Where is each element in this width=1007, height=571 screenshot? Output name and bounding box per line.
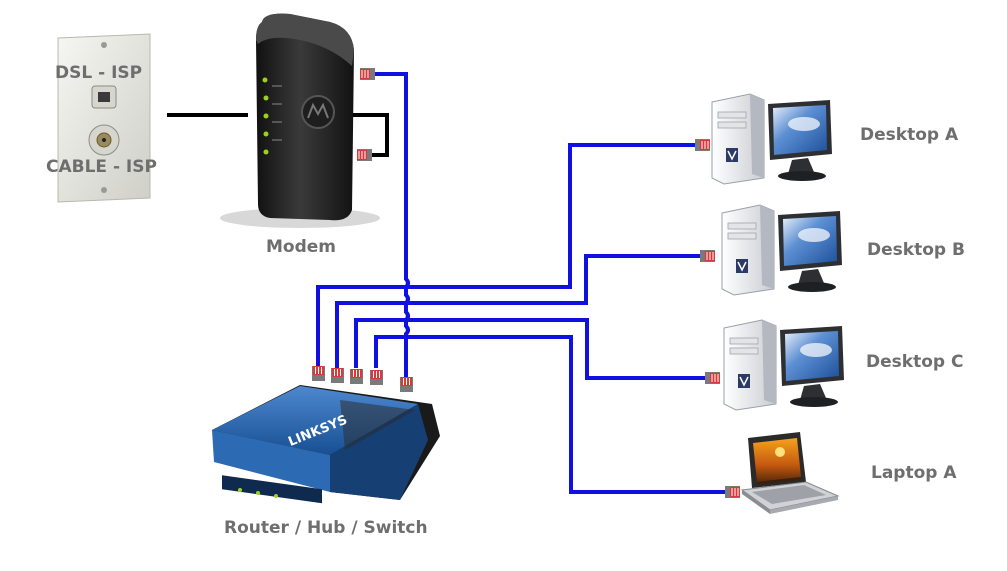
desktop-b-label: Desktop B (867, 240, 965, 260)
modem-loop-cable (350, 113, 389, 157)
desktop-c-label: Desktop C (866, 352, 963, 372)
desktop-a-label: Desktop A (860, 125, 959, 145)
cable-label: CABLE - ISP (46, 157, 157, 177)
ethernet-cables (316, 72, 728, 494)
router-to-desktop-b-cable (335, 254, 703, 368)
router-to-laptop-a-cable (374, 335, 728, 494)
desktop-c-icon (723, 319, 845, 411)
dsl-label: DSL - ISP (55, 63, 142, 83)
laptop-icon (740, 432, 840, 514)
cable-modem-icon (220, 13, 380, 228)
router-to-desktop-a-cable (316, 143, 698, 368)
router-label: Router / Hub / Switch (224, 518, 428, 538)
router-to-desktop-c-cable (354, 318, 708, 380)
linksys-router-icon: LINKSYS (212, 385, 440, 504)
modem-label: Modem (266, 237, 336, 257)
laptop-a-label: Laptop A (871, 463, 957, 483)
modem-to-router-cable (375, 72, 410, 379)
wall-jack-icon (57, 33, 151, 203)
desktop-a-icon (711, 93, 833, 185)
desktop-b-icon (721, 204, 843, 296)
